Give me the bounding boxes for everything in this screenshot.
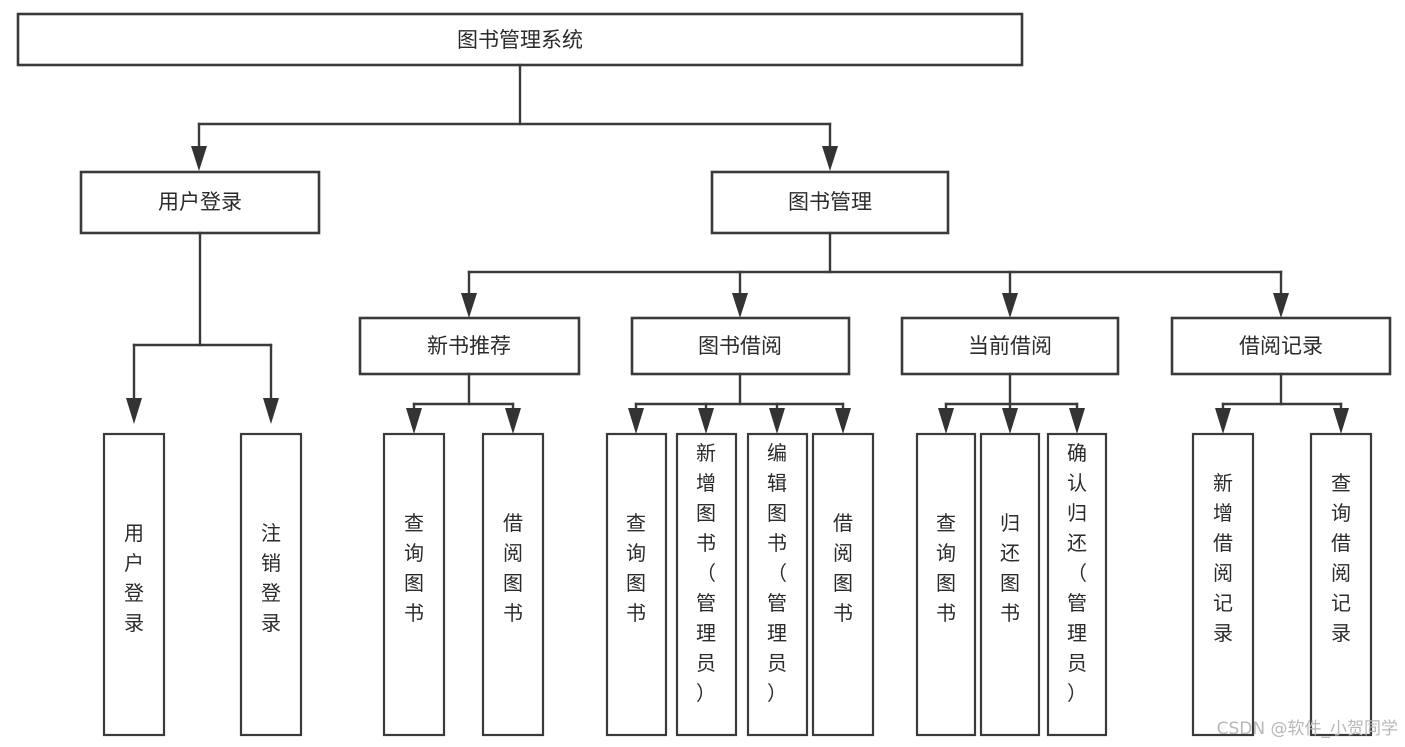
leaf-box[interactable] bbox=[746, 432, 809, 737]
arrow-head-icon bbox=[835, 408, 851, 434]
leaf-label: 借阅图书 bbox=[833, 511, 853, 625]
leaf-label: 新增借阅记录 bbox=[1213, 471, 1233, 645]
leaf-label: 用户登录 bbox=[124, 521, 144, 635]
root-label: 图书管理系统 bbox=[457, 28, 583, 52]
connector-borrow-records-to-leaves bbox=[1215, 372, 1349, 434]
leaf-node-current-borrow-0[interactable]: 查询图书 bbox=[915, 432, 977, 737]
level3-box-0[interactable] bbox=[358, 316, 581, 376]
leaf-label: 归还图书 bbox=[1000, 511, 1020, 625]
node-new-book-recommend[interactable]: 新书推荐 bbox=[358, 316, 581, 376]
arrow-head-icon bbox=[505, 408, 521, 434]
leaf-node-current-borrow-2[interactable]: 确认归还（管理员） bbox=[1046, 432, 1108, 737]
connector-new-book-recommend-to-leaves bbox=[406, 372, 521, 434]
arrow-head-icon bbox=[126, 398, 142, 424]
leaf-node-new-book-recommend-0[interactable]: 查询图书 bbox=[382, 432, 446, 737]
leaf-box[interactable] bbox=[1191, 432, 1255, 737]
leaf-node-book-borrow-0[interactable]: 查询图书 bbox=[605, 432, 668, 737]
leaf-label: 借阅图书 bbox=[503, 511, 523, 625]
node-borrow-records[interactable]: 借阅记录 bbox=[1170, 316, 1392, 376]
leaf-node-new-book-recommend-1[interactable]: 借阅图书 bbox=[481, 432, 545, 737]
leaf-label: 确认归还（管理员） bbox=[1067, 441, 1087, 705]
connector-book-borrow-to-leaves bbox=[628, 372, 851, 434]
arrow-head-icon bbox=[938, 408, 954, 434]
leaf-box[interactable] bbox=[675, 432, 738, 737]
arrow-head-icon bbox=[263, 398, 279, 424]
watermark-label: CSDN @软件_小贺同学 bbox=[1217, 719, 1398, 739]
arrow-head-icon bbox=[1215, 408, 1231, 434]
arrow-head-icon bbox=[191, 146, 207, 171]
node-book-borrow[interactable]: 图书借阅 bbox=[630, 316, 851, 376]
leaf-node-book-borrow-2[interactable]: 编辑图书（管理员） bbox=[746, 432, 809, 737]
connector-user-login-to-leaves bbox=[126, 231, 279, 424]
level2-box-0[interactable] bbox=[79, 170, 321, 235]
level3-label-2: 当前借阅 bbox=[968, 334, 1052, 358]
level2-label-0: 用户登录 bbox=[158, 190, 242, 214]
arrow-head-icon bbox=[1069, 408, 1085, 434]
leaf-node-borrow-records-0[interactable]: 新增借阅记录 bbox=[1191, 432, 1255, 737]
connector-book-management-to-level3 bbox=[461, 231, 1289, 318]
leaf-label: 编辑图书（管理员） bbox=[767, 441, 787, 705]
arrow-head-icon bbox=[1333, 408, 1349, 434]
level3-label-3: 借阅记录 bbox=[1239, 334, 1323, 358]
leaf-box[interactable] bbox=[239, 432, 303, 737]
arrow-head-icon bbox=[461, 293, 477, 318]
leaf-label: 新增图书（管理员） bbox=[696, 441, 716, 705]
leaf-node-current-borrow-1[interactable]: 归还图书 bbox=[979, 432, 1041, 737]
leaf-box[interactable] bbox=[382, 432, 446, 737]
leaf-node-user-login-1[interactable]: 注销登录 bbox=[239, 432, 303, 737]
leaf-box[interactable] bbox=[915, 432, 977, 737]
arrow-head-icon bbox=[1273, 293, 1289, 318]
arrow-head-icon bbox=[698, 408, 714, 434]
arrow-head-icon bbox=[732, 293, 748, 318]
level3-box-2[interactable] bbox=[900, 316, 1120, 376]
node-user-login[interactable]: 用户登录 bbox=[79, 170, 321, 235]
node-current-borrow[interactable]: 当前借阅 bbox=[900, 316, 1120, 376]
leaf-label: 查询图书 bbox=[936, 511, 956, 625]
leaf-label: 查询借阅记录 bbox=[1331, 471, 1351, 645]
level3-label-0: 新书推荐 bbox=[427, 334, 511, 358]
arrow-head-icon bbox=[769, 408, 785, 434]
arrow-head-icon bbox=[1002, 408, 1018, 434]
leaf-label: 查询图书 bbox=[626, 511, 646, 625]
leaf-box[interactable] bbox=[481, 432, 545, 737]
level2-label-1: 图书管理 bbox=[788, 190, 872, 214]
connector-root-to-level2 bbox=[191, 63, 838, 171]
leaf-box[interactable] bbox=[979, 432, 1041, 737]
node-book-management[interactable]: 图书管理 bbox=[710, 170, 950, 235]
leaf-label: 查询图书 bbox=[404, 511, 424, 625]
leaf-box[interactable] bbox=[102, 432, 166, 737]
root-box[interactable] bbox=[16, 12, 1024, 67]
leaf-label: 注销登录 bbox=[261, 521, 281, 635]
leaf-box[interactable] bbox=[811, 432, 875, 737]
node-root[interactable]: 图书管理系统 bbox=[16, 12, 1024, 67]
leaf-box[interactable] bbox=[605, 432, 668, 737]
level3-label-1: 图书借阅 bbox=[698, 334, 782, 358]
connector-current-borrow-to-leaves bbox=[938, 372, 1085, 434]
arrow-head-icon bbox=[822, 146, 838, 171]
arrow-head-icon bbox=[406, 408, 422, 434]
leaf-node-borrow-records-1[interactable]: 查询借阅记录 bbox=[1309, 432, 1373, 737]
arrow-head-icon bbox=[1002, 293, 1018, 318]
arrow-head-icon bbox=[628, 408, 644, 434]
leaf-box[interactable] bbox=[1046, 432, 1108, 737]
leaf-node-book-borrow-3[interactable]: 借阅图书 bbox=[811, 432, 875, 737]
leaf-node-book-borrow-1[interactable]: 新增图书（管理员） bbox=[675, 432, 738, 737]
leaf-node-user-login-0[interactable]: 用户登录 bbox=[102, 432, 166, 737]
leaf-box[interactable] bbox=[1309, 432, 1373, 737]
